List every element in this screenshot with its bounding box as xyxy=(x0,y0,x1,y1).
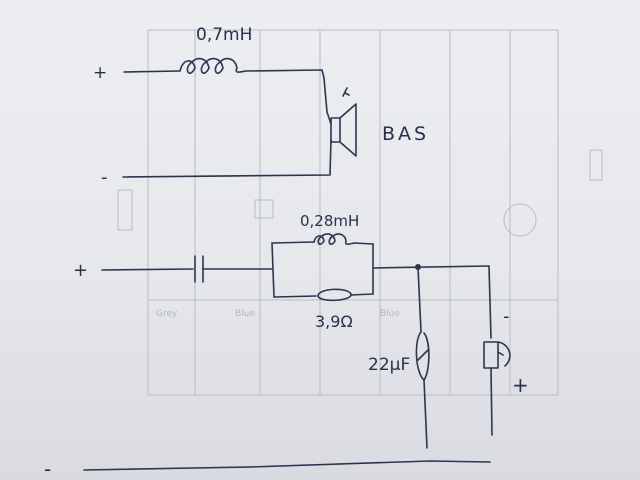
speaker-minus-label: - xyxy=(503,306,510,327)
parallel-branch-top-wire-right xyxy=(353,242,374,245)
series-capacitor-symbol xyxy=(194,255,204,283)
parallel-branch-left xyxy=(271,242,275,298)
bottom-circuit: + 0,28mH 3,9Ω 22μF - + - xyxy=(44,212,529,480)
bottom-plus-terminal: + xyxy=(73,260,88,281)
parallel-branch-bottom-wire-right xyxy=(350,293,374,296)
parallel-branch-bottom-wire xyxy=(273,295,317,298)
filter-inductor-label: 0,28mH xyxy=(300,212,359,230)
filter-resistor-symbol xyxy=(317,288,352,302)
bottom-minus-terminal: - xyxy=(44,457,51,480)
speaker-plus-label: + xyxy=(512,373,529,397)
speaker-polarity-mark xyxy=(342,87,350,97)
shunt-branch-wire-top xyxy=(417,266,422,333)
speaker-branch-wire-bottom xyxy=(490,367,493,436)
filter-output-wire xyxy=(372,265,490,269)
speaker-branch-wire-top xyxy=(488,265,492,339)
svg-text:Blue: Blue xyxy=(235,309,255,319)
top-inductor-label: 0,7mH xyxy=(196,25,252,45)
svg-text:Grey: Grey xyxy=(156,309,178,319)
top-lead-wire xyxy=(123,70,181,73)
top-inductor-symbol xyxy=(179,57,247,74)
top-speaker-symbol xyxy=(330,103,357,157)
shunt-branch-wire-bottom xyxy=(423,379,428,449)
top-speaker-lead xyxy=(323,77,332,125)
top-circuit: + 0,7mH - BAS xyxy=(93,25,429,188)
top-wire-to-speaker xyxy=(245,69,325,79)
bottom-lead-wire xyxy=(101,268,194,271)
bottom-speaker-symbol xyxy=(483,341,511,369)
shunt-capacitor-label: 22μF xyxy=(368,355,410,375)
top-return-wire xyxy=(122,139,332,178)
bottom-return-wire xyxy=(83,460,491,471)
filter-resistor-label: 3,9Ω xyxy=(315,312,353,331)
top-plus-terminal: + xyxy=(93,63,107,83)
parallel-branch-top-wire xyxy=(271,241,315,244)
svg-text:Blue: Blue xyxy=(380,309,400,319)
filter-inductor-symbol xyxy=(313,233,355,246)
show-through-print: Grey Blue Blue xyxy=(117,29,603,396)
shunt-capacitor-symbol xyxy=(415,331,430,381)
speaker-label: BAS xyxy=(382,123,429,145)
top-minus-terminal: - xyxy=(101,167,108,188)
